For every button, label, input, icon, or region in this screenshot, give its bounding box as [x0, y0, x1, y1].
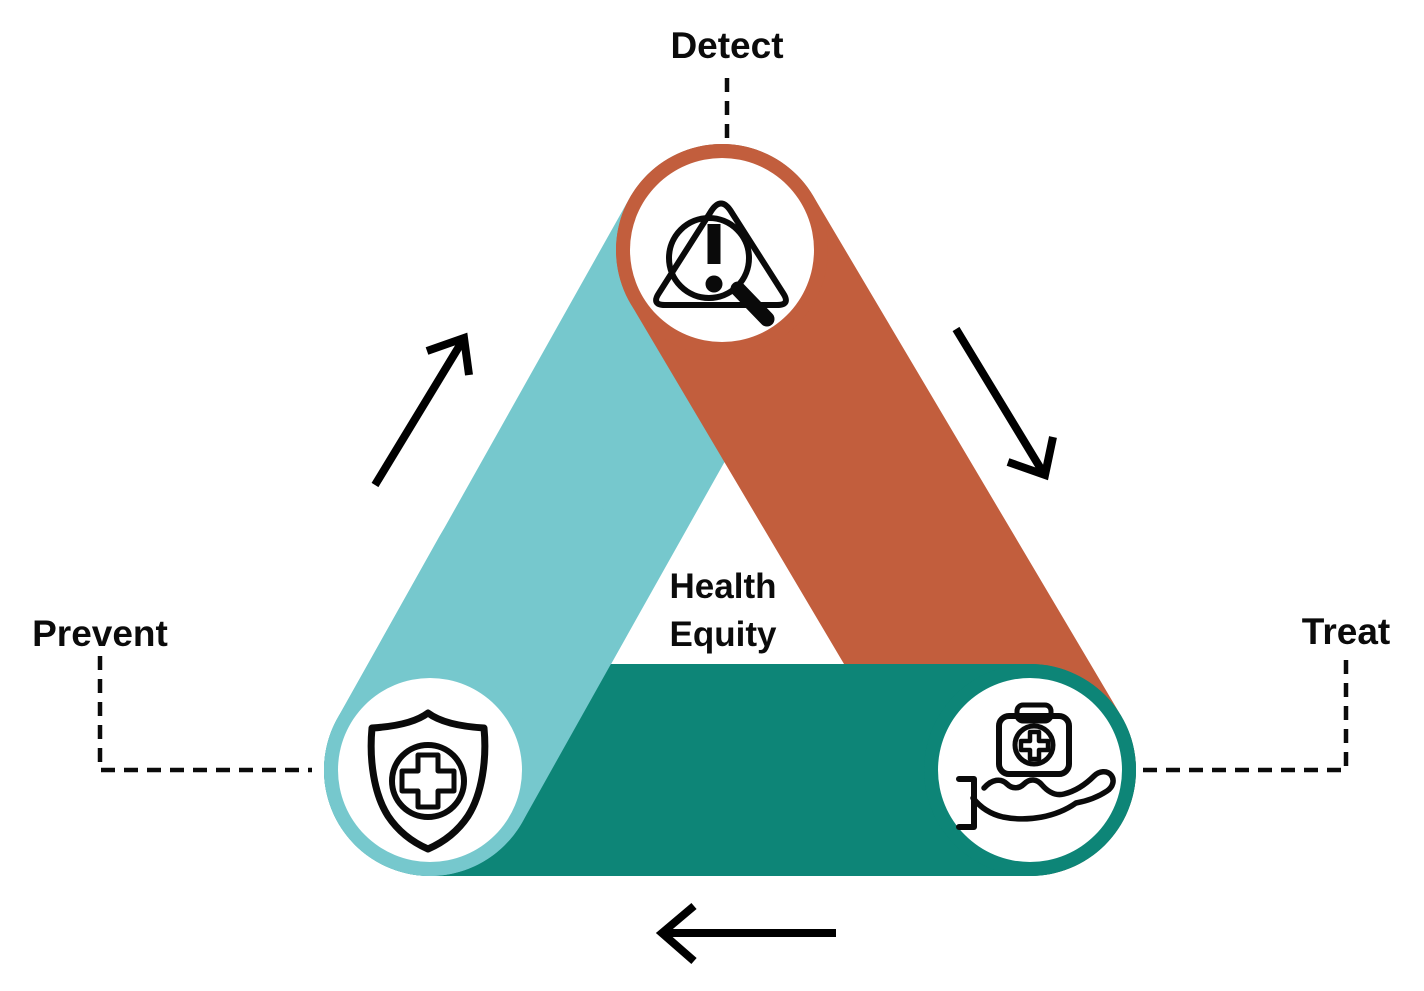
shield-cross-icon: [367, 709, 489, 853]
prevent-label: Prevent: [32, 613, 168, 654]
treat-label: Treat: [1302, 611, 1390, 652]
arrow-up-right-shaft: [371, 337, 467, 488]
arrow-down-right-head: [1006, 436, 1057, 481]
shield-circle: [389, 742, 467, 820]
magnifier-handle: [730, 281, 775, 327]
arrow-left-icon: [655, 902, 836, 965]
hand-first-aid-icon: [956, 702, 1116, 830]
prevent-node-face: [338, 678, 522, 862]
arrow-up-right-head: [425, 332, 473, 376]
first-aid-kit-circle: [1012, 723, 1056, 767]
shield-outline: [367, 709, 489, 853]
center-title-line2: Equity: [670, 615, 777, 654]
magnifier-warning-icon: [653, 200, 789, 327]
exclamation-dot: [705, 275, 723, 293]
arrow-down-right-shaft: [952, 326, 1048, 477]
center-title-line1: Health: [670, 567, 777, 606]
first-aid-kit-cross: [1018, 729, 1051, 762]
arrow-up-right-icon: [371, 332, 473, 488]
detect-label: Detect: [670, 25, 783, 66]
treat-connector-line: [1138, 660, 1349, 773]
arrow-down-right-icon: [952, 326, 1057, 481]
magnifier-lens: [666, 215, 752, 301]
shield-cross: [399, 752, 457, 810]
prevent-connector-line: [97, 656, 312, 773]
open-hand-outline: [970, 769, 1116, 822]
detect-node-face: [630, 158, 814, 342]
arrow-left-head: [655, 902, 697, 965]
treat-node-face: [938, 678, 1122, 862]
first-aid-kit-case: [996, 713, 1072, 777]
warning-triangle-outline: [653, 200, 789, 308]
